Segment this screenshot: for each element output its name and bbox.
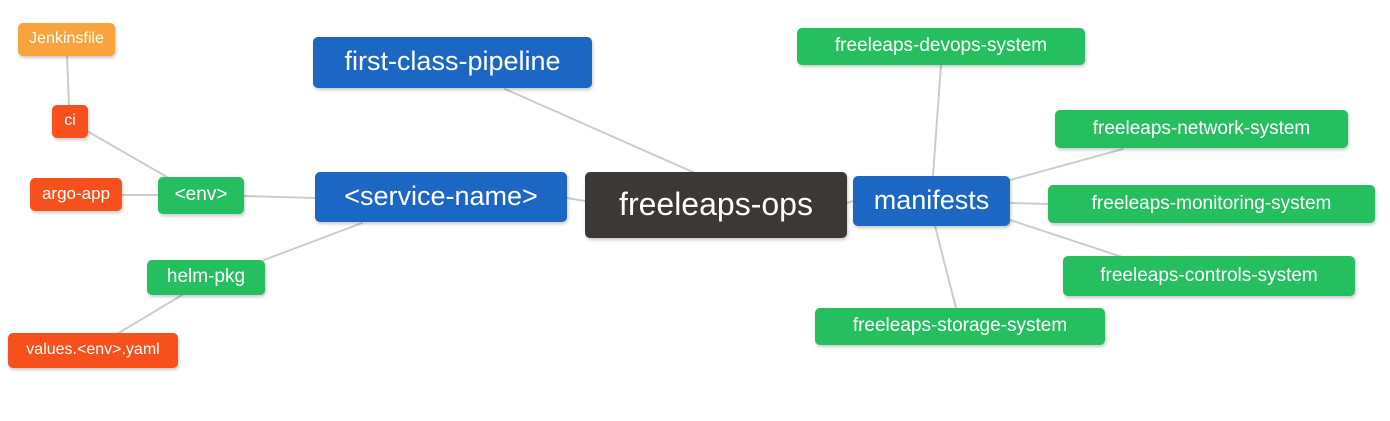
edge-env-to-service-name	[243, 195, 316, 199]
edge-manifests-to-freeleaps-controls-system	[1009, 219, 1123, 258]
node-label: helm-pkg	[166, 266, 246, 287]
edge-manifests-to-freeleaps-monitoring-system	[1009, 202, 1049, 205]
node-freeleaps-storage-system[interactable]: freeleaps-storage-system	[815, 308, 1105, 345]
node-freeleaps-ops[interactable]: freeleaps-ops	[585, 172, 847, 238]
node-label: <env>	[174, 184, 228, 205]
node-label: manifests	[873, 184, 990, 215]
node-label: first-class-pipeline	[344, 46, 561, 76]
node-jenkinsfile[interactable]: Jenkinsfile	[18, 23, 115, 56]
node-label: freeleaps-monitoring-system	[1091, 192, 1332, 214]
node-freeleaps-devops-system[interactable]: freeleaps-devops-system	[797, 28, 1085, 65]
node-label: argo-app	[41, 184, 111, 203]
node-label: freeleaps-controls-system	[1100, 264, 1318, 286]
node-helm-pkg[interactable]: helm-pkg	[147, 260, 265, 295]
node-label: freeleaps-storage-system	[852, 315, 1068, 336]
node-env[interactable]: <env>	[158, 177, 244, 214]
node-argo-app[interactable]: argo-app	[30, 178, 122, 211]
node-label: freeleaps-network-system	[1092, 117, 1311, 139]
node-freeleaps-network-system[interactable]: freeleaps-network-system	[1055, 110, 1348, 148]
edge-jenkinsfile-to-ci	[66, 55, 70, 106]
node-label: freeleaps-ops	[619, 186, 813, 222]
edge-manifests-to-freeleaps-network-system	[1009, 148, 1124, 181]
edge-manifests-to-freeleaps-devops-system	[932, 64, 942, 177]
edge-values-env-yaml-to-helm-pkg	[116, 294, 183, 335]
node-first-class-pipeline[interactable]: first-class-pipeline	[313, 37, 592, 88]
node-ci[interactable]: ci	[52, 105, 88, 138]
edge-first-class-pipeline-to-freeleaps-ops	[504, 88, 696, 174]
node-label: <service-name>	[344, 180, 538, 211]
edge-service-name-to-freeleaps-ops	[566, 197, 586, 202]
node-freeleaps-controls-system[interactable]: freeleaps-controls-system	[1063, 256, 1355, 296]
node-manifests[interactable]: manifests	[853, 176, 1010, 226]
node-freeleaps-monitoring-system[interactable]: freeleaps-monitoring-system	[1048, 185, 1375, 223]
node-label: ci	[64, 111, 76, 129]
edge-helm-pkg-to-service-name	[263, 222, 363, 261]
node-values-env-yaml[interactable]: values.<env>.yaml	[8, 333, 178, 368]
node-label: Jenkinsfile	[29, 29, 104, 47]
node-label: freeleaps-devops-system	[834, 35, 1048, 56]
edge-manifests-to-freeleaps-storage-system	[934, 225, 957, 309]
edge-ci-to-env	[86, 130, 168, 178]
node-service-name[interactable]: <service-name>	[315, 172, 567, 222]
node-label: values.<env>.yaml	[26, 340, 160, 358]
